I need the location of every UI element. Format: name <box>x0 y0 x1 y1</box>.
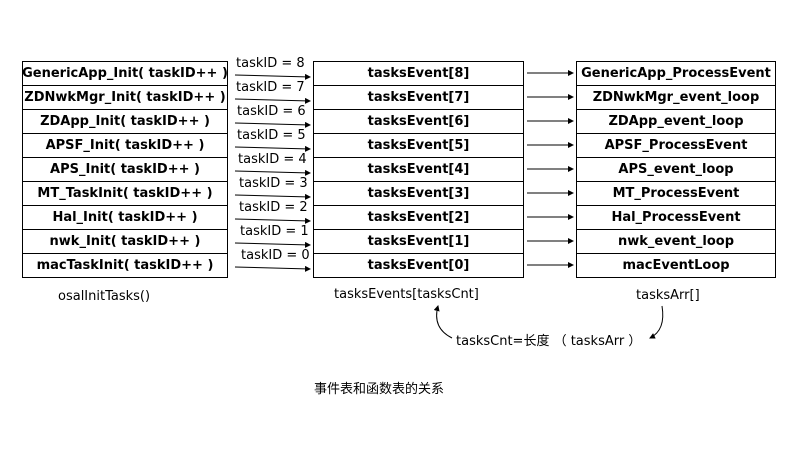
process-caption: tasksArr[] <box>636 288 700 303</box>
taskid-arrow <box>234 145 311 152</box>
init-caption: osalInitTasks() <box>58 289 151 304</box>
events-caption: tasksEvents[tasksCnt] <box>334 287 479 302</box>
taskid-arrow <box>234 121 311 128</box>
init-function-row: MT_TaskInit( taskID++ ) <box>23 182 227 206</box>
process-function-row: macEventLoop <box>577 254 775 278</box>
taskid-arrows <box>234 73 311 272</box>
count-note: tasksCnt=长度 （ tasksArr ） <box>456 334 642 349</box>
taskid-arrow <box>234 73 311 80</box>
taskid-arrow <box>234 241 311 248</box>
taskid-arrow <box>234 193 311 200</box>
taskid-arrow <box>234 265 311 272</box>
taskid-arrow <box>234 217 311 224</box>
task-event-row: tasksEvent[3] <box>314 182 523 206</box>
process-function-row: APS_event_loop <box>577 158 775 182</box>
init-function-row: Hal_Init( taskID++ ) <box>23 206 227 230</box>
process-function-row: ZDApp_event_loop <box>577 110 775 134</box>
event-to-process-arrows <box>527 70 574 268</box>
taskid-arrow <box>234 97 311 104</box>
process-function-row: MT_ProcessEvent <box>577 182 775 206</box>
process-function-row: nwk_event_loop <box>577 230 775 254</box>
task-event-row: tasksEvent[5] <box>314 134 523 158</box>
taskid-label: taskID = 4 <box>238 152 307 167</box>
task-event-row: tasksEvent[6] <box>314 110 523 134</box>
taskid-label: taskID = 7 <box>236 80 305 95</box>
init-function-row: ZDNwkMgr_Init( taskID++ ) <box>23 86 227 110</box>
init-function-row: macTaskInit( taskID++ ) <box>23 254 227 278</box>
task-event-row: tasksEvent[8] <box>314 62 523 86</box>
taskid-label: taskID = 0 <box>241 248 310 263</box>
init-function-row: nwk_Init( taskID++ ) <box>23 230 227 254</box>
count-arrow-left <box>433 305 453 339</box>
task-event-row: tasksEvent[2] <box>314 206 523 230</box>
process-function-row: APSF_ProcessEvent <box>577 134 775 158</box>
tasks-event-table: tasksEvent[8]tasksEvent[7]tasksEvent[6]t… <box>313 61 524 278</box>
taskid-label: taskID = 2 <box>239 200 308 215</box>
init-function-row: GenericApp_Init( taskID++ ) <box>22 62 228 86</box>
init-function-row: ZDApp_Init( taskID++ ) <box>23 110 227 134</box>
init-function-table: GenericApp_Init( taskID++ )ZDNwkMgr_Init… <box>22 61 228 278</box>
taskid-label: taskID = 8 <box>236 56 305 71</box>
task-event-row: tasksEvent[7] <box>314 86 523 110</box>
diagram-title: 事件表和函数表的关系 <box>314 382 445 397</box>
process-function-row: ZDNwkMgr_event_loop <box>577 86 775 110</box>
init-function-row: APS_Init( taskID++ ) <box>23 158 227 182</box>
taskid-label: taskID = 5 <box>237 128 306 143</box>
taskid-label: taskID = 3 <box>239 176 308 191</box>
init-function-row: APSF_Init( taskID++ ) <box>23 134 227 158</box>
count-arrow-right <box>649 305 664 339</box>
task-event-row: tasksEvent[0] <box>314 254 523 278</box>
task-event-row: tasksEvent[4] <box>314 158 523 182</box>
taskid-label: taskID = 1 <box>240 224 309 239</box>
process-function-row: Hal_ProcessEvent <box>577 206 775 230</box>
task-event-row: tasksEvent[1] <box>314 230 523 254</box>
taskid-arrow <box>234 169 311 176</box>
taskid-label: taskID = 6 <box>237 104 306 119</box>
process-function-row: GenericApp_ProcessEvent <box>577 62 775 86</box>
